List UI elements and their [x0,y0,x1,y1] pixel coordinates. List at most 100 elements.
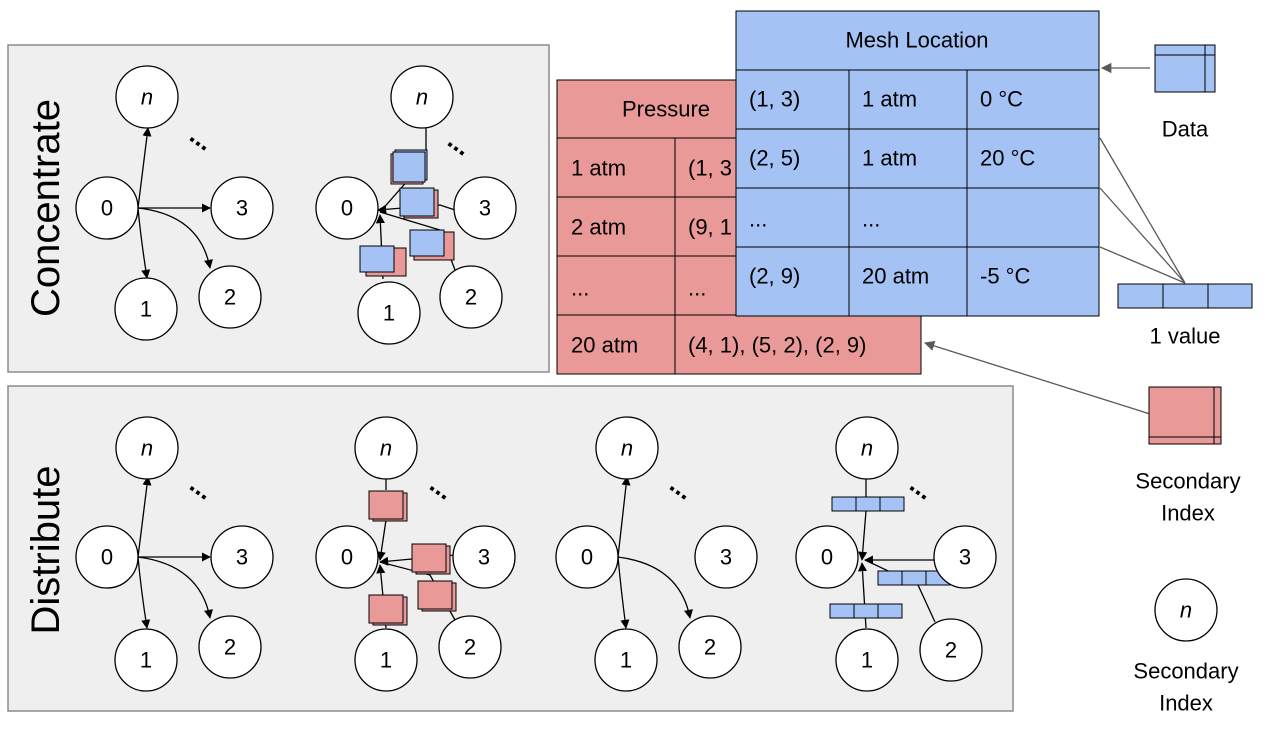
data-legend-label: Data [1162,117,1209,142]
svg-text:1: 1 [380,648,392,673]
data-block [359,245,407,277]
svg-text:n: n [141,85,153,110]
data-block [399,187,439,219]
data-block [409,229,455,261]
node-legend-label: Secondary [1133,659,1238,684]
value-strip [831,496,905,512]
graph-node-2: 2 [678,615,742,679]
svg-text:2: 2 [704,635,716,660]
mesh-location-table: Mesh Location (1, 3) 1 atm 0 °C (2, 5) 1… [735,10,1100,317]
graph-node-0: 0 [75,176,139,240]
index-pointer-arrow [924,340,1151,415]
distribute-graph-plain: n 0 1 2 3 ... [75,416,274,692]
svg-text:2: 2 [464,635,476,660]
mesh-cell: 0 °C [980,87,1023,112]
index-block [411,543,451,575]
graph-node-3: 3 [452,525,516,589]
pressure-cell: 2 atm [571,215,626,240]
concentrate-title: Concentrate [24,99,68,317]
svg-text:3: 3 [478,545,490,570]
graph-node-1: 1 [594,628,658,692]
mesh-cell: (2, 9) [749,264,800,289]
pressure-table-title: Pressure [622,97,710,122]
graph-node-2: 2 [198,265,262,329]
graph-node-0: 0 [315,525,379,589]
mesh-cell: ... [749,207,767,232]
svg-text:1: 1 [383,301,395,326]
graph-node-3: 3 [210,176,274,240]
value-strip [829,603,903,619]
svg-text:0: 0 [581,545,593,570]
pressure-cell: (9, 1 [688,215,732,240]
svg-text:2: 2 [465,285,477,310]
graph-node-1: 1 [835,628,899,692]
mesh-cell: ... [862,207,880,232]
one-value-legend-icon [1117,283,1253,309]
graph-node-n: n [835,416,899,480]
svg-text:0: 0 [341,545,353,570]
mesh-cell: 20 °C [980,146,1035,171]
node-legend-label: Index [1159,691,1213,716]
svg-text:n: n [141,436,153,461]
graph-node-1: 1 [354,628,418,692]
graph-node-0: 0 [555,525,619,589]
graph-node-3: 3 [933,525,997,589]
graph-node-3: 3 [210,525,274,589]
svg-text:n: n [861,436,873,461]
svg-text:1: 1 [861,648,873,673]
secondary-index-legend-icon [1148,386,1222,445]
mesh-cell: 1 atm [862,146,917,171]
graph-node-n: n [354,416,418,480]
svg-text:1: 1 [620,648,632,673]
legend: Data 1 value Secondary Index n Secondary… [924,44,1253,716]
graph-node-0: 0 [315,176,379,240]
svg-text:2: 2 [224,285,236,310]
node-legend-icon: n [1154,578,1218,642]
data-block [390,149,428,185]
one-value-legend-label: 1 value [1150,324,1221,349]
svg-text:n: n [416,85,428,110]
graph-node-0: 0 [75,525,139,589]
pressure-cell: 20 atm [571,333,638,358]
svg-text:2: 2 [224,635,236,660]
svg-text:3: 3 [236,545,248,570]
pressure-cell: ... [571,276,589,301]
svg-text:3: 3 [479,196,491,221]
graph-node-2: 2 [919,618,983,682]
distribute-graph-value-strips: n 0 1 2 3 ... [795,416,997,692]
distribute-title: Distribute [24,466,68,635]
mesh-cell: (1, 3) [749,87,800,112]
svg-text:0: 0 [101,545,113,570]
graph-node-n: n [115,65,179,129]
svg-text:3: 3 [720,545,732,570]
svg-text:n: n [380,436,392,461]
index-block [417,580,457,612]
graph-node-n: n [595,416,659,480]
pressure-cell: (1, 3 [688,156,732,181]
pressure-cell: 1 atm [571,156,626,181]
secondary-index-legend-label: Secondary [1135,469,1240,494]
graph-node-n: n [390,65,454,129]
pressure-cell: ... [688,276,706,301]
graph-node-2: 2 [439,265,503,329]
svg-text:n: n [1180,598,1192,623]
svg-text:1: 1 [140,648,152,673]
svg-text:0: 0 [341,196,353,221]
svg-text:3: 3 [236,196,248,221]
index-block [368,490,408,522]
graph-node-n: n [115,416,179,480]
mesh-table-title: Mesh Location [845,28,988,53]
graph-node-1: 1 [357,281,421,345]
graph-node-1: 1 [114,277,178,341]
graph-node-1: 1 [114,628,178,692]
graph-node-3: 3 [694,525,758,589]
svg-text:3: 3 [959,545,971,570]
data-legend-icon [1154,44,1216,93]
svg-text:0: 0 [821,545,833,570]
concentrate-graph-indexed: n 0 1 2 3 ... [315,65,517,345]
svg-text:1: 1 [140,297,152,322]
graph-node-3: 3 [453,176,517,240]
graph-node-0: 0 [795,525,859,589]
pressure-cell: (4, 1), (5, 2), (2, 9) [688,333,867,358]
